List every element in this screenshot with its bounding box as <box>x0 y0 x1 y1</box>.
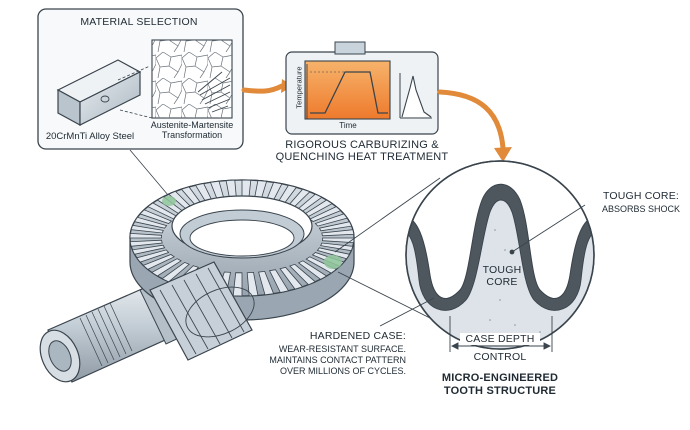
tough-core-callout-desc: ABSORBS SHOCK <box>601 204 681 214</box>
gear-tooth <box>130 224 164 234</box>
tooth-detail-circle <box>405 160 595 350</box>
inspection-spot-2 <box>324 255 342 269</box>
material-selection-panel <box>37 8 244 150</box>
gear-tooth <box>289 263 317 286</box>
gear-tooth <box>161 261 190 283</box>
tough-core-callout-title: TOUGH CORE: <box>602 190 680 202</box>
gear-tooth <box>129 239 163 247</box>
gear-tooth <box>136 249 170 263</box>
microstructure-icon <box>151 39 233 119</box>
heat-caption-1: RIGOROUS CARBURIZING & <box>285 139 439 151</box>
tough-core-leader <box>511 204 586 253</box>
gear-tooth <box>321 237 355 244</box>
gear-tooth <box>305 256 337 274</box>
process-arrow-1 <box>241 83 285 94</box>
heat-caption-2: QUENCHING HEAT TREATMENT <box>275 151 449 163</box>
case-depth-label-2: CONTROL <box>473 351 527 363</box>
gear-tooth <box>318 221 353 232</box>
gear-tooth <box>269 269 290 293</box>
gear-tooth <box>232 272 243 297</box>
gear-tooth <box>151 258 182 277</box>
gear-tooth <box>139 209 173 224</box>
heat-treatment-panel <box>285 41 439 135</box>
hardened-case-title: HARDENED CASE: <box>309 330 406 342</box>
zoom-line-top <box>334 177 441 253</box>
gear-tooth <box>133 216 168 229</box>
material-selection-title: MATERIAL SELECTION <box>80 16 198 28</box>
pinion-gear <box>149 261 255 361</box>
hardened-case-desc-2: MAINTAINS CONTACT PATTERN <box>269 355 406 365</box>
gear-tooth <box>314 213 348 227</box>
temperature-axis-label: Temperature <box>294 66 304 109</box>
hardened-case-desc-1: WEAR-RESISTANT SURFACE. <box>278 344 406 354</box>
steel-bar-icon <box>56 59 142 127</box>
transformation-label-1: Austenite-Martensite <box>150 120 234 130</box>
gear-tooth <box>321 229 355 237</box>
time-axis-label: Time <box>339 121 357 130</box>
gear-tooth <box>129 232 163 239</box>
gear-tooth <box>320 242 354 252</box>
inspection-spot-1 <box>162 196 176 206</box>
structure-title-2: TOOTH STRUCTURE <box>443 385 557 397</box>
structure-title-1: MICRO-ENGINEERED <box>441 372 559 384</box>
tough-core-inner-2: CORE <box>486 276 518 288</box>
quench-curve-icon <box>399 73 432 119</box>
zoom-line-bottom <box>337 271 431 319</box>
steel-label: 20CrMnTi Alloy Steel <box>45 131 135 142</box>
hardened-case-leader <box>379 297 435 327</box>
process-arrow-2 <box>437 89 506 151</box>
gear-tooth <box>258 270 275 296</box>
case-depth-label-1: CASE DEPTH <box>460 333 540 345</box>
gear-tooth <box>142 254 175 270</box>
tough-core-inner-1: TOUGH <box>482 264 522 276</box>
bevel-gear-assembly <box>39 149 355 383</box>
case-depth-dimension <box>449 316 553 352</box>
transformation-label-2: Transformation <box>161 130 223 140</box>
gear-tooth <box>297 260 328 280</box>
gear-tooth <box>316 247 351 260</box>
gear-tooth <box>131 244 166 255</box>
gear-tooth <box>279 266 304 290</box>
gear-tooth <box>309 206 342 222</box>
hardened-case-desc-3: OVER MILLIONS OF CYCLES. <box>279 366 406 376</box>
